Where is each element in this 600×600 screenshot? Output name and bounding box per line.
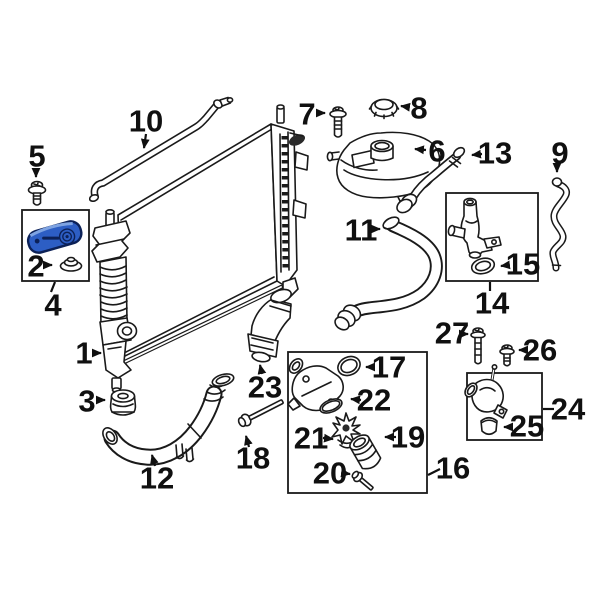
callout-10: 10 <box>129 104 163 149</box>
featured-part-box <box>21 209 90 282</box>
svg-text:26: 26 <box>523 333 557 368</box>
thermostat-box <box>287 351 428 494</box>
bolt-18-illustration <box>237 399 284 428</box>
svg-text:24: 24 <box>551 392 586 427</box>
callout-18: 18 <box>236 435 270 476</box>
coolant-reservoir-illustration <box>326 131 441 209</box>
svg-text:13: 13 <box>478 136 512 171</box>
callout-16: 16 <box>427 451 470 486</box>
svg-text:22: 22 <box>357 383 391 418</box>
callout-8: 8 <box>400 91 428 126</box>
callout-6: 6 <box>414 134 446 169</box>
bypass-hose-illustration <box>102 373 235 466</box>
zigzag-hose-illustration <box>549 177 570 272</box>
callouts-layer: 1 2 3 4 5 6 7 8 <box>27 91 586 496</box>
callout-14: 14 <box>475 282 510 321</box>
callout-7: 7 <box>298 97 326 132</box>
callout-17: 17 <box>365 350 406 385</box>
callout-25: 25 <box>503 409 544 444</box>
callout-19: 19 <box>384 420 425 455</box>
svg-text:5: 5 <box>28 139 45 174</box>
svg-text:9: 9 <box>551 136 568 171</box>
svg-text:7: 7 <box>298 97 315 132</box>
lower-radiator-hose-illustration <box>334 216 443 331</box>
callout-1: 1 <box>75 336 102 371</box>
svg-text:19: 19 <box>391 420 425 455</box>
seal-25-illustration <box>480 416 498 436</box>
callout-15: 15 <box>500 247 540 282</box>
callout-4: 4 <box>44 281 62 323</box>
vent-hose-illustration <box>396 146 466 214</box>
water-outlet-illustration <box>464 363 508 419</box>
bolt-5-illustration <box>27 180 47 206</box>
callout-12: 12 <box>140 454 174 496</box>
radiator-illustration <box>107 104 309 372</box>
svg-text:3: 3 <box>78 384 95 419</box>
callout-23: 23 <box>248 364 282 405</box>
svg-text:2: 2 <box>27 249 44 284</box>
svg-text:18: 18 <box>236 441 270 476</box>
svg-text:17: 17 <box>372 350 406 385</box>
svg-text:11: 11 <box>345 213 378 248</box>
svg-text:15: 15 <box>506 247 540 282</box>
svg-text:12: 12 <box>140 461 174 496</box>
callout-11: 11 <box>345 213 381 248</box>
reservoir-cap-illustration <box>368 98 400 120</box>
callout-3: 3 <box>78 384 106 419</box>
svg-text:8: 8 <box>410 91 427 126</box>
bolt-7-illustration <box>329 106 347 138</box>
bolt-20-illustration <box>351 470 374 491</box>
svg-text:27: 27 <box>435 316 469 351</box>
svg-text:23: 23 <box>248 370 282 405</box>
connector-box <box>445 192 539 282</box>
svg-text:10: 10 <box>129 104 163 139</box>
callout-26: 26 <box>518 333 557 368</box>
gasket-22-illustration <box>319 398 343 414</box>
callout-5: 5 <box>28 139 46 178</box>
bolt-27-illustration <box>470 327 486 365</box>
svg-text:14: 14 <box>475 286 510 321</box>
svg-text:21: 21 <box>294 421 328 456</box>
svg-text:4: 4 <box>44 288 62 323</box>
callout-2: 2 <box>27 249 53 284</box>
o-ring-15-illustration <box>470 257 496 275</box>
callout-13: 13 <box>471 136 512 171</box>
outlet-19-illustration <box>349 434 382 470</box>
svg-text:1: 1 <box>75 336 92 371</box>
radiator-left-bracket-illustration <box>91 209 138 393</box>
grommet-2-illustration <box>59 256 83 272</box>
bolt-26-illustration <box>499 344 515 367</box>
svg-text:6: 6 <box>428 134 445 169</box>
svg-text:20: 20 <box>313 456 347 491</box>
hose-connector-illustration <box>247 288 292 363</box>
callout-20: 20 <box>313 456 351 491</box>
upper-hose-illustration <box>88 96 234 203</box>
seal-17-illustration <box>337 355 361 377</box>
callout-9: 9 <box>551 136 569 173</box>
mount-cushion-illustration <box>109 389 137 416</box>
callout-21: 21 <box>294 421 334 456</box>
svg-text:16: 16 <box>436 451 470 486</box>
svg-text:25: 25 <box>510 409 544 444</box>
t-connector-illustration <box>447 197 502 259</box>
callout-22: 22 <box>350 383 391 418</box>
callout-27: 27 <box>435 316 469 351</box>
callout-24: 24 <box>543 392 586 427</box>
reservoir-bracket-highlight <box>26 220 83 254</box>
